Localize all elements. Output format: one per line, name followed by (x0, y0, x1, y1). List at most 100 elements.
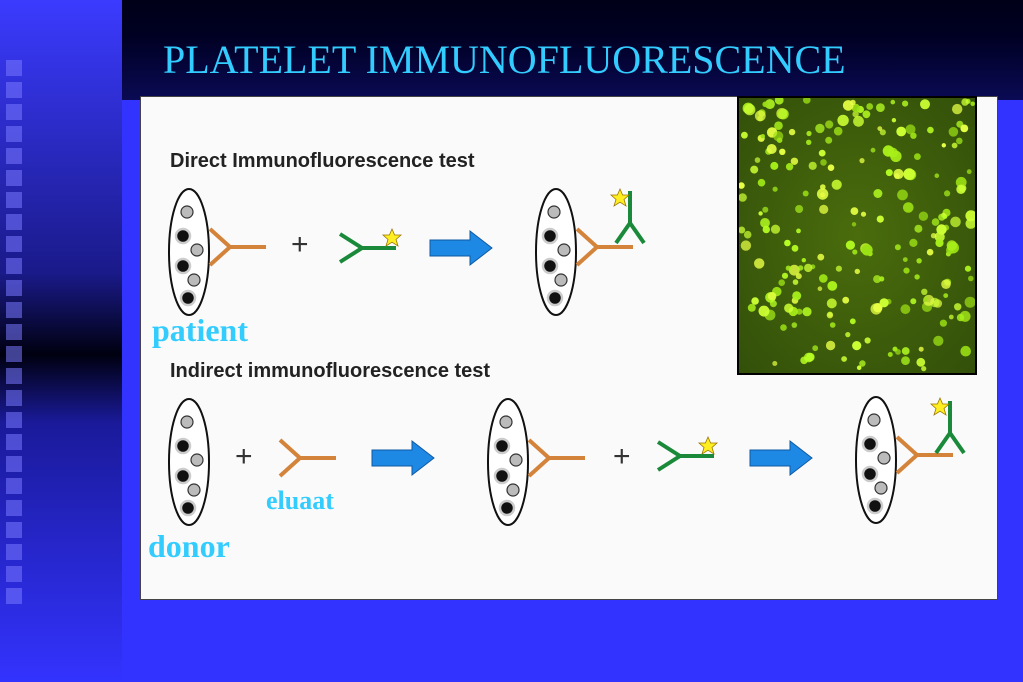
fluorescent-platelet (879, 129, 886, 136)
fluorescent-platelet (851, 103, 860, 113)
fluorescent-platelet (960, 124, 969, 133)
star-icon (382, 228, 402, 247)
fluorescent-platelet (819, 204, 829, 214)
fluorescent-platelet (903, 202, 914, 213)
fluorescent-platelet (876, 215, 884, 223)
fluorescent-platelet (939, 319, 947, 327)
fluorescent-platelet (791, 322, 798, 328)
fluorescent-platelet (879, 276, 885, 282)
fluorescent-platelet (806, 130, 812, 137)
fluorescent-platelet (860, 211, 867, 217)
fluorescent-platelet (901, 356, 910, 365)
fluorescent-platelet (876, 103, 885, 112)
plus-sign: + (291, 228, 309, 261)
fluorescent-platelet (920, 99, 930, 110)
fluorescent-platelet (946, 240, 957, 251)
fluorescent-platelet (870, 147, 876, 153)
fluorescent-platelet (873, 189, 883, 198)
fluorescent-platelet (738, 226, 746, 234)
fluorescent-platelet (931, 218, 940, 226)
platelet-icon (534, 187, 578, 317)
fluorescent-platelet (861, 244, 873, 256)
fluorescent-platelet (966, 169, 972, 175)
fluorescent-platelet (938, 213, 946, 221)
fluorescent-platelet (910, 298, 917, 305)
fluorescent-platelet (781, 272, 789, 279)
fluorescent-platelet (854, 268, 860, 275)
fluorescent-platelet (778, 279, 785, 286)
fluorescent-platelet (784, 239, 791, 247)
fluorescent-platelet (903, 267, 910, 274)
fluorescent-platelet (941, 279, 951, 289)
platelet-icon (167, 187, 211, 317)
fluorescent-platelet (902, 257, 908, 262)
fluorescent-platelet (827, 281, 838, 291)
fluorescent-platelet (774, 95, 784, 105)
fluorescent-platelet (948, 314, 954, 320)
arrow-right-icon (749, 440, 813, 476)
indirect-test-heading: Indirect immunofluorescence test (170, 360, 491, 382)
fluorescent-platelet (952, 103, 963, 115)
fluorescent-platelet (779, 148, 786, 155)
fluorescent-platelet (788, 264, 800, 276)
fluorescent-platelet (956, 137, 963, 145)
fluorescent-platelet (827, 164, 835, 171)
fluorescent-platelet (804, 263, 813, 273)
fluorescent-platelet (859, 158, 865, 164)
fluorescent-platelet (820, 159, 827, 166)
fluorescent-platelet (926, 248, 934, 256)
fluorescent-platelet (851, 222, 857, 227)
fluorescent-platelet (802, 307, 812, 317)
fluorescent-platelet (968, 275, 974, 282)
direct-test-heading: Direct Immunofluorescence test (170, 150, 475, 172)
fluorescent-platelet (890, 99, 896, 105)
fluorescent-platelet (877, 126, 883, 131)
fluorescent-platelet (760, 218, 770, 228)
fluorescent-platelet (918, 346, 924, 352)
fluorescent-platelet (837, 114, 849, 127)
fluorescent-platelet (890, 150, 902, 162)
fluorescent-platelet (818, 149, 826, 157)
plus-sign: + (235, 440, 253, 473)
fluorescent-platelet (862, 110, 871, 119)
fluorescent-platelet (849, 318, 856, 325)
fluorescent-platelet (914, 224, 923, 233)
fluorescent-platelet (790, 157, 799, 165)
fluorescent-platelet (800, 356, 808, 365)
fluorescent-platelet (970, 101, 975, 107)
fluorescent-platelet (767, 291, 777, 301)
fluorescent-platelet (795, 205, 804, 213)
fluorescent-platelet (826, 312, 834, 319)
fluorescent-platelet (806, 139, 812, 145)
fluorescent-platelet (921, 366, 927, 372)
fluorescent-platelet (852, 249, 858, 255)
fluorescent-platelet (772, 361, 778, 366)
antibody-icon (575, 227, 635, 267)
patient-label: patient (152, 312, 248, 348)
fluorescent-platelet (796, 308, 803, 315)
slide-title: PLATELET IMMUNOFLUORESCENCE (163, 37, 846, 82)
fluorescent-platelet (754, 258, 765, 269)
fluorescent-platelet (784, 303, 794, 313)
fluorescent-platelet (948, 127, 959, 137)
arrow-right-icon (371, 440, 435, 476)
fluorescent-platelet (897, 189, 908, 201)
fluorescent-platelet (803, 96, 811, 104)
platelet-icon (854, 395, 898, 525)
fluorescent-platelet (930, 233, 937, 239)
micrograph-image (738, 95, 977, 372)
fluorescent-platelet (885, 169, 893, 177)
fluorescent-platelet (750, 165, 759, 174)
fluorescent-platelet (964, 296, 976, 308)
fluorescent-platelet (758, 211, 763, 216)
fluorescent-platelet (914, 153, 921, 160)
fluorescent-platelet (900, 304, 911, 315)
fluorescent-platelet (873, 275, 882, 284)
fluorescent-platelet (826, 298, 837, 309)
fluorescent-platelet (791, 244, 799, 252)
fluorescent-platelet (808, 161, 817, 170)
title-band (122, 0, 1023, 100)
fluorescent-platelet (866, 103, 874, 110)
fluorescent-platelet (921, 288, 928, 295)
fluorescent-platelet (758, 305, 770, 317)
